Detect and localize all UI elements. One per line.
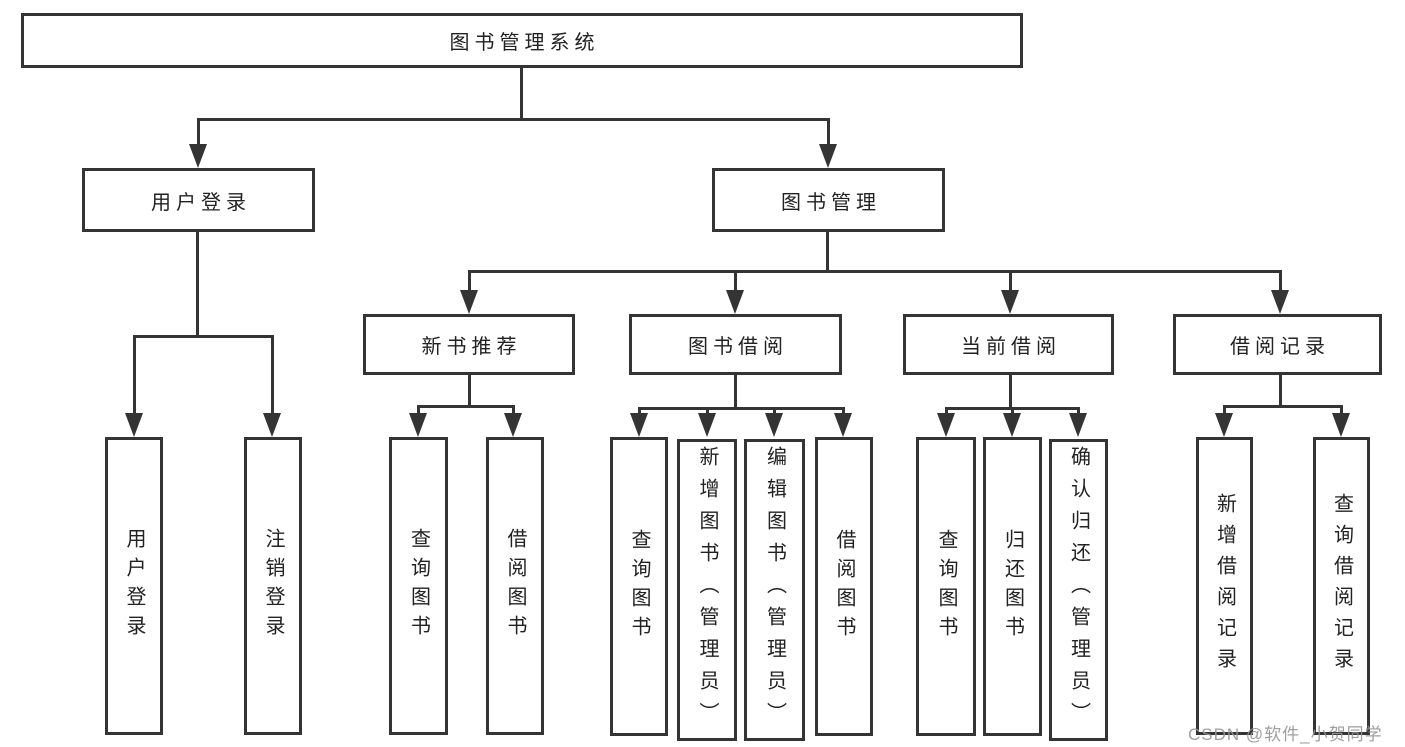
connector-current-stub [1009, 375, 1012, 407]
leaf-confirm-return-admin-label: 确认归还（管理员） [1067, 446, 1090, 734]
leaf-logout: 注销登录 [244, 437, 302, 735]
node-current-borrow: 当前借阅 [903, 314, 1114, 375]
leaf-edit-book-admin: 编辑图书（管理员） [744, 439, 805, 741]
arrow-down-icon [125, 413, 143, 437]
leaf-borrow-query-books: 查询图书 [610, 437, 668, 736]
connector-level3-rail [468, 270, 1282, 273]
connector-recommend-stub [468, 375, 471, 405]
arrow-down-icon [630, 413, 648, 437]
leaf-current-query-books: 查询图书 [916, 437, 976, 736]
connector-borrow-rail [638, 407, 845, 410]
arrow-down-icon [1069, 413, 1087, 437]
connector-records-rail [1223, 405, 1343, 408]
leaf-add-borrow-record: 新增借阅记录 [1196, 437, 1253, 735]
connector-borrow-drop [734, 270, 737, 290]
connector-mgmt-drop [827, 118, 830, 144]
connector-user-leaf1-drop [133, 335, 136, 413]
arrow-down-icon [460, 290, 478, 314]
connector-current-leaf3-drop [1077, 407, 1080, 413]
leaf-return-books-label: 归还图书 [1001, 528, 1024, 645]
connector-recommend-leaf2-drop [512, 405, 515, 413]
leaf-recommend-borrow-books: 借阅图书 [486, 437, 544, 735]
node-new-book-recommend-label: 新书推荐 [421, 336, 522, 358]
node-book-borrow: 图书借阅 [629, 314, 842, 375]
arrow-down-icon [263, 413, 281, 437]
connector-current-leaf1-drop [945, 407, 948, 413]
node-borrow-records: 借阅记录 [1173, 314, 1382, 375]
connector-recommend-rail [417, 405, 515, 408]
node-root: 图书管理系统 [21, 13, 1023, 68]
connector-recommend-drop [468, 270, 471, 290]
arrow-down-icon [765, 413, 783, 437]
arrow-down-icon [726, 290, 744, 314]
arrow-down-icon [1003, 413, 1021, 437]
leaf-user-login-label: 用户登录 [123, 528, 145, 644]
leaf-confirm-return-admin: 确认归还（管理员） [1049, 439, 1108, 741]
leaf-query-borrow-record: 查询借阅记录 [1313, 437, 1370, 735]
arrow-down-icon [834, 413, 852, 437]
connector-user-leaf2-drop [271, 335, 274, 413]
connector-borrow-leaf2-drop [706, 407, 709, 413]
connector-mgmt-stub [826, 232, 829, 270]
leaf-borrow-query-books-label: 查询图书 [628, 528, 650, 645]
connector-user-drop [197, 118, 200, 144]
connector-records-leaf1-drop [1223, 405, 1226, 413]
arrow-down-icon [189, 144, 207, 168]
leaf-user-login: 用户登录 [105, 437, 163, 735]
arrow-down-icon [698, 413, 716, 437]
arrow-down-icon [937, 413, 955, 437]
leaf-recommend-query-books: 查询图书 [389, 437, 448, 735]
connector-borrow-stub [734, 375, 737, 407]
leaf-logout-label: 注销登录 [262, 528, 284, 644]
node-current-borrow-label: 当前借阅 [961, 336, 1061, 358]
arrow-down-icon [409, 413, 427, 437]
leaf-current-query-books-label: 查询图书 [935, 528, 957, 645]
leaf-add-book-admin: 新增图书（管理员） [677, 439, 737, 741]
connector-records-stub [1279, 375, 1282, 405]
connector-borrow-leaf3-drop [773, 407, 776, 413]
connector-records-drop [1279, 270, 1282, 290]
node-borrow-records-label: 借阅记录 [1230, 336, 1330, 358]
arrow-down-icon [1001, 290, 1019, 314]
csdn-watermark: CSDN @软件_小贺同学 [1188, 725, 1383, 744]
leaf-add-borrow-record-label: 新增借阅记录 [1213, 493, 1236, 679]
arrow-down-icon [1271, 290, 1289, 314]
leaf-query-borrow-record-label: 查询借阅记录 [1330, 493, 1353, 679]
node-root-label: 图书管理系统 [449, 32, 600, 54]
connector-level2-rail [197, 118, 830, 121]
leaf-return-books: 归还图书 [983, 437, 1042, 736]
arrow-down-icon [1332, 413, 1350, 437]
connector-recommend-leaf1-drop [417, 405, 420, 413]
connector-user-stub [196, 232, 199, 335]
connector-user-rail [133, 335, 274, 338]
connector-borrow-leaf1-drop [638, 407, 641, 413]
leaf-borrow-borrow-books-label: 借阅图书 [833, 528, 855, 645]
arrow-down-icon [1215, 413, 1233, 437]
leaf-recommend-query-books-label: 查询图书 [407, 528, 430, 644]
leaf-edit-book-admin-label: 编辑图书（管理员） [763, 446, 786, 734]
connector-root-stub [520, 68, 523, 118]
connector-borrow-leaf4-drop [842, 407, 845, 413]
leaf-add-book-admin-label: 新增图书（管理员） [696, 446, 718, 734]
node-book-borrow-label: 图书借阅 [688, 336, 788, 358]
connector-current-leaf2-drop [1011, 407, 1014, 413]
node-user-login: 用户登录 [82, 168, 315, 232]
connector-current-drop [1009, 270, 1012, 290]
node-user-login-label: 用户登录 [151, 191, 251, 214]
leaf-recommend-borrow-books-label: 借阅图书 [504, 528, 526, 644]
arrow-down-icon [504, 413, 522, 437]
node-new-book-recommend: 新书推荐 [363, 314, 575, 375]
node-book-management-label: 图书管理 [781, 191, 881, 214]
connector-records-leaf2-drop [1340, 405, 1343, 413]
arrow-down-icon [819, 144, 837, 168]
node-book-management: 图书管理 [712, 168, 945, 232]
leaf-borrow-borrow-books: 借阅图书 [815, 437, 873, 736]
